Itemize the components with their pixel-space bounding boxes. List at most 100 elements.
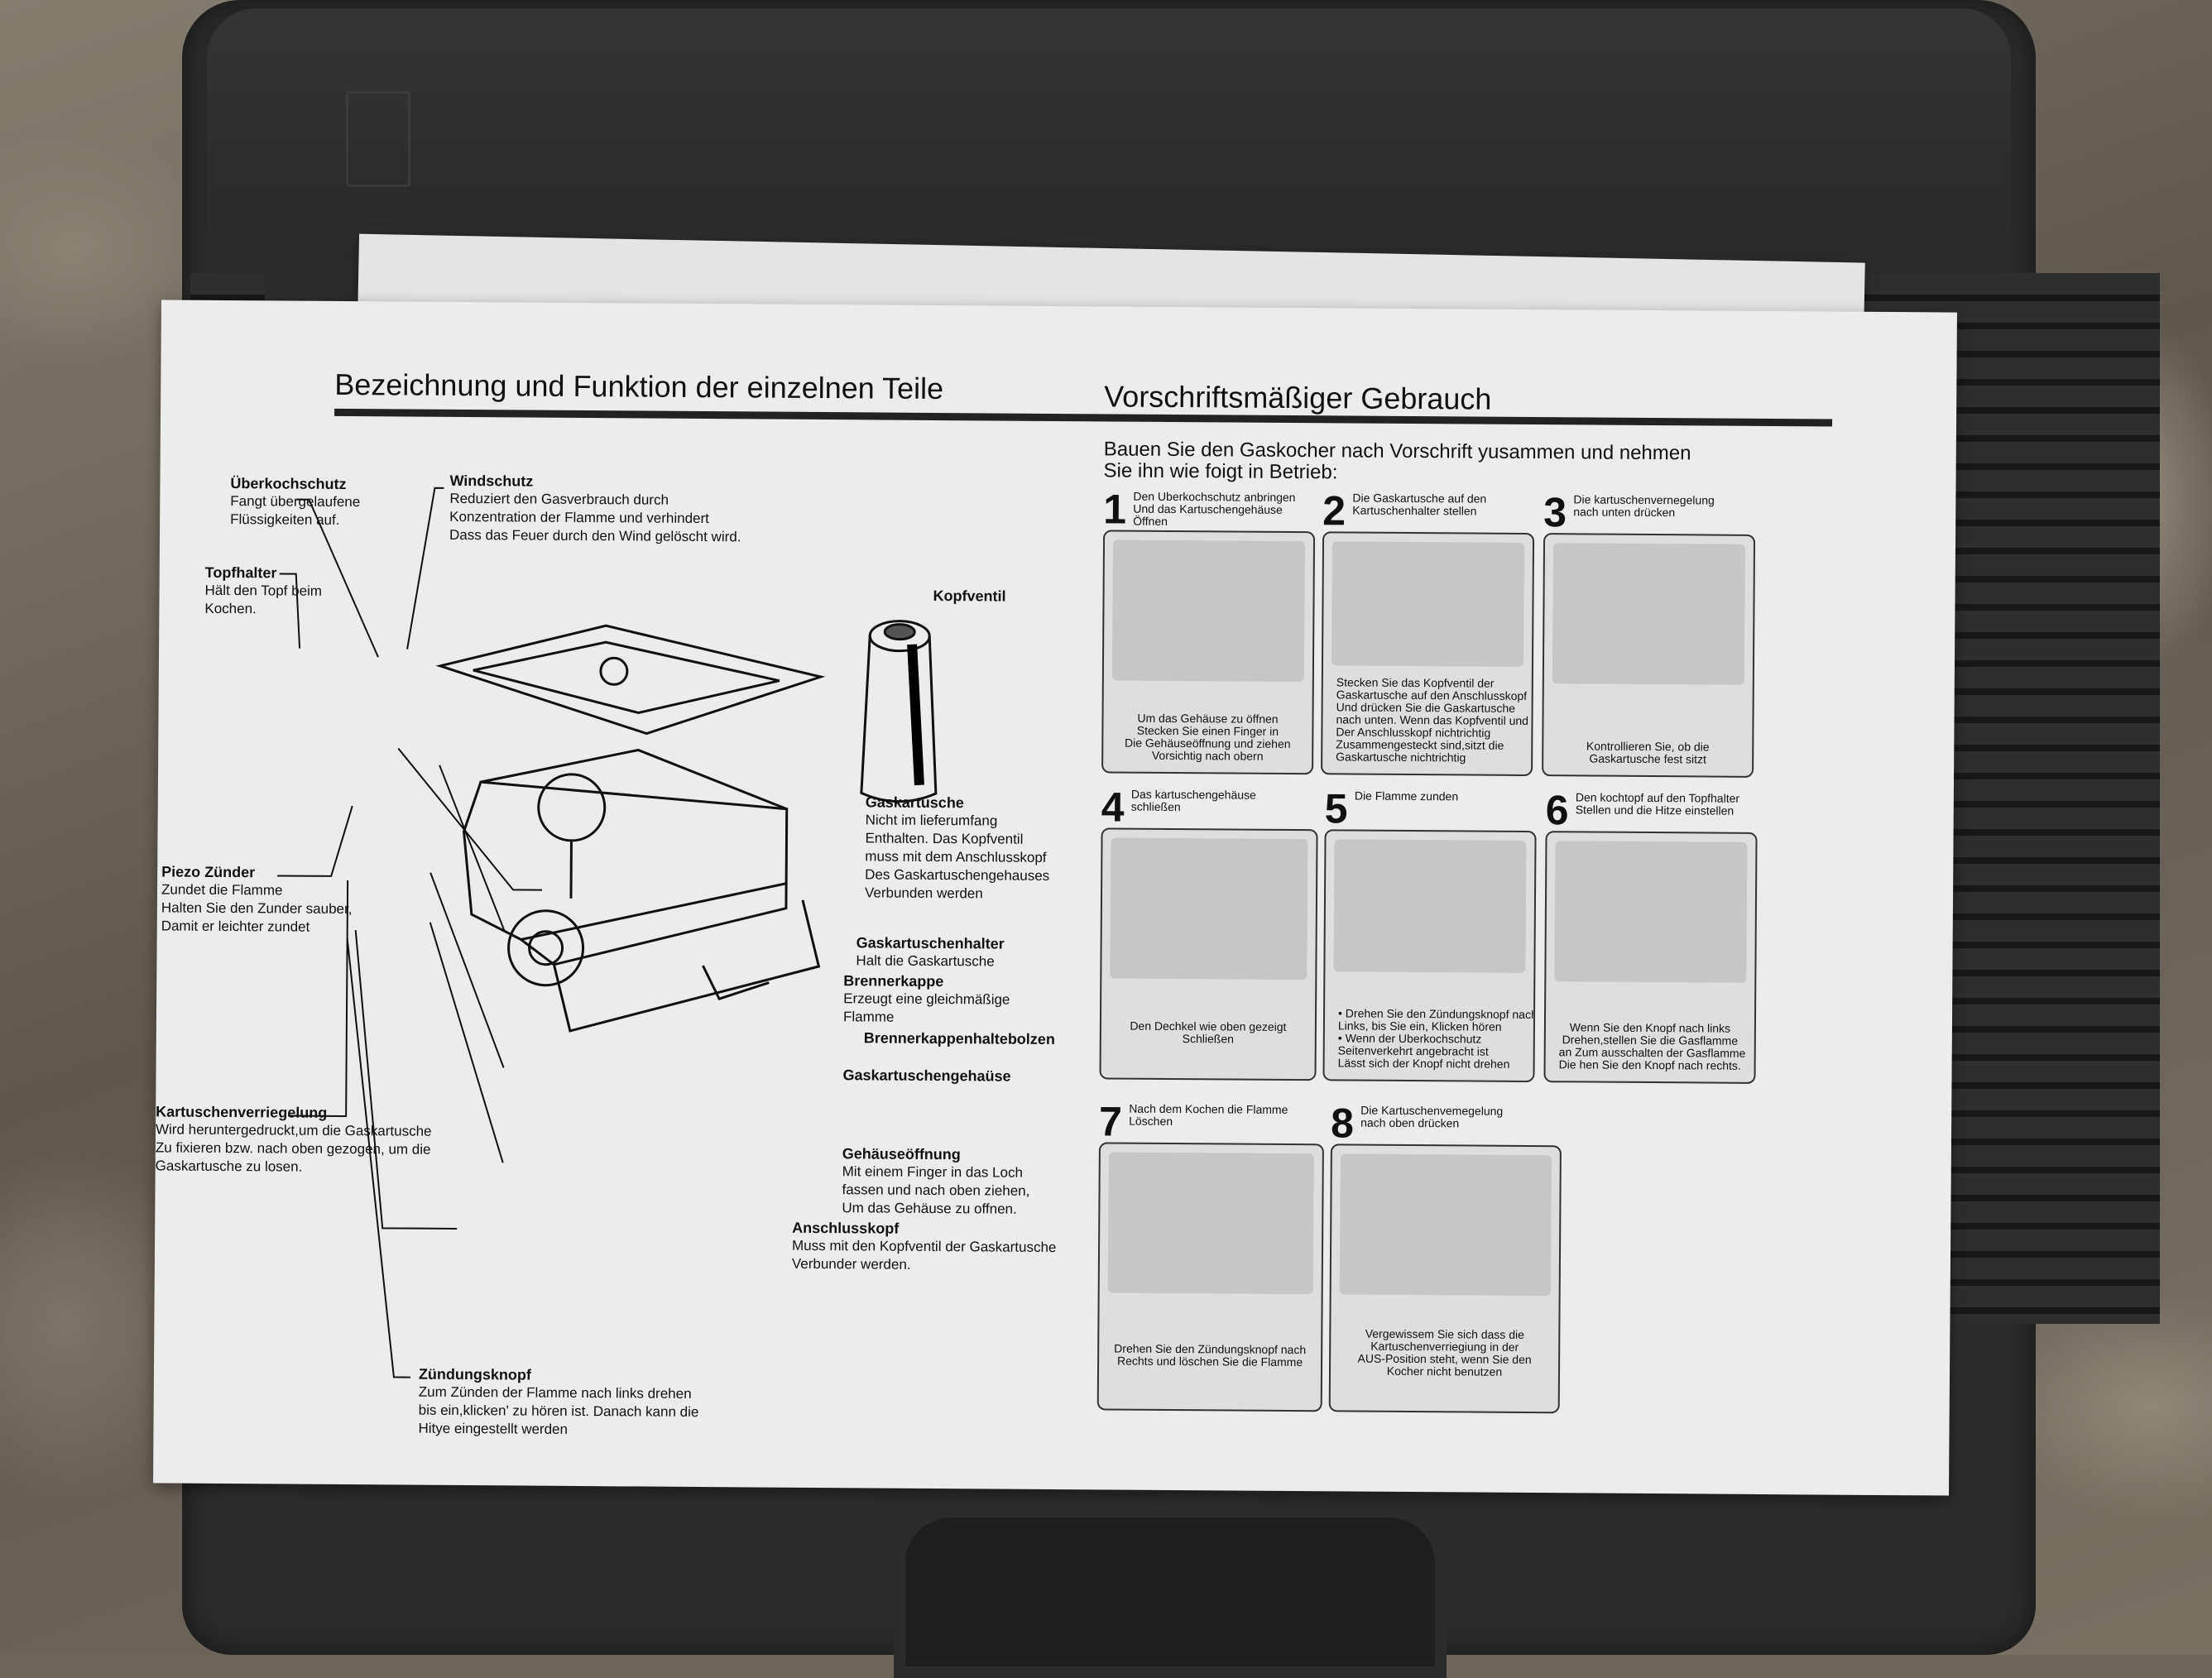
desc-line: Schließen — [1182, 1032, 1234, 1046]
part-desc: Mit einem Finger in das Loch — [842, 1163, 1024, 1181]
case-lid — [207, 8, 2011, 256]
step-illustration — [1554, 841, 1748, 983]
step-desc: • Drehen Sie den Zündungsknopf nach Link… — [1337, 1006, 1537, 1071]
desc-line: Lässt sich der Knopf nicht drehen — [1337, 1056, 1510, 1071]
part-name: Überkochschutz — [230, 475, 347, 493]
part-desc: Hitye eingestellt werden — [418, 1420, 569, 1437]
step-number: 2 — [1322, 487, 1346, 535]
step-panel: Kontrollieren Sie, ob die Gaskartusche f… — [1542, 533, 1756, 778]
part-name: Kartuschenverriegelung — [156, 1103, 328, 1121]
step-illustration — [1331, 541, 1525, 667]
part-desc: Reduziert den Gasverbrauch durch — [449, 490, 669, 508]
step-illustration — [1110, 837, 1308, 980]
step-caption: Die Gaskartusche auf den Kartuschenhalte… — [1352, 491, 1486, 517]
caption-line: Kartuschenhalter stellen — [1352, 503, 1477, 518]
intro-text: Bauen Sie den Gaskocher nach Vorschrift … — [1103, 438, 1691, 486]
part-name: Gaskartusche — [865, 793, 964, 812]
caption-line: Stellen und die Hitze einstellen — [1575, 803, 1735, 817]
recycle-icon — [346, 91, 410, 187]
desc-line: Vorsichtig nach obern — [1151, 748, 1264, 763]
part-desc: Wird heruntergedruckt,um die Gaskartusch… — [155, 1121, 432, 1139]
step-number: 3 — [1543, 489, 1567, 536]
desc-line: Kocher nicht benutzen — [1386, 1364, 1503, 1378]
step-illustration — [1339, 1153, 1552, 1297]
step-caption: Die Flamme zunden — [1354, 789, 1459, 803]
instruction-sheet: Bezeichnung und Funktion der einzelnen T… — [153, 300, 1957, 1496]
part-name: Gehäuseöffnung — [842, 1145, 961, 1163]
part-brennerkappe: Brennerkappe Erzeugt eine gleichmäßige F… — [843, 971, 1010, 1027]
step-number: 5 — [1324, 785, 1348, 832]
case-handle — [894, 1506, 1447, 1678]
caption-line: Die Flamme zunden — [1354, 789, 1459, 803]
step-illustration — [1333, 839, 1527, 973]
part-desc: Zundet die Flamme — [161, 881, 283, 899]
step-desc: Um das Gehäuse zu öffnen Stecken Sie ein… — [1116, 712, 1298, 764]
step-caption: Nach dem Kochen die Flamme Löschen — [1129, 1102, 1288, 1129]
step-desc: Den Dechkel wie oben gezeigt Schließen — [1115, 1019, 1302, 1047]
step-caption: Den kochtopf auf den Topfhalter Stellen … — [1575, 790, 1739, 817]
intro-line: Sie ihn wie foigt in Betrieb: — [1103, 459, 1338, 484]
part-desc: Des Gaskartuschengehauses — [865, 866, 1050, 884]
gas-cartridge-illustration — [860, 620, 938, 803]
part-desc: muss mit dem Anschlusskopf — [865, 848, 1047, 865]
part-gaskartuschenhalter: Gaskartuschenhalter Halt die Gaskartusch… — [856, 933, 1004, 971]
part-desc: Erzeugt eine gleichmäßige — [843, 990, 1010, 1008]
part-desc: Konzentration der Flamme und verhindert — [449, 508, 709, 527]
part-zuendungsknopf: Zündungsknopf Zum Zünden der Flamme nach… — [418, 1365, 698, 1440]
step-caption: Die kartuschenvernegelung nach unten drü… — [1573, 492, 1715, 520]
step-caption: Das kartuschengehäuse schließen — [1131, 788, 1256, 814]
step-panel: Stecken Sie das Kopfventil der Gaskartus… — [1321, 531, 1535, 777]
part-desc: Flüssigkeiten auf. — [230, 511, 340, 528]
leader-lines — [277, 487, 543, 1378]
part-desc: Muss mit den Kopfventil der Gaskartusche — [791, 1237, 1057, 1256]
part-windschutz: Windschutz Reduziert den Gasverbrauch du… — [449, 472, 741, 546]
step-panel: Vergewissem Sie sich dass die Kartuschen… — [1328, 1143, 1562, 1414]
step-illustration — [1111, 539, 1306, 683]
step-number: 8 — [1330, 1100, 1355, 1147]
step-panel: Den Dechkel wie oben gezeigt Schließen — [1099, 827, 1318, 1081]
part-name: Topfhalter — [204, 563, 277, 582]
part-desc: Damit er leichter zundet — [161, 918, 310, 935]
step-illustration — [1552, 543, 1746, 685]
part-anschlusskopf: Anschlusskopf Muss mit den Kopfventil de… — [792, 1219, 1057, 1275]
step-illustration — [1107, 1152, 1314, 1295]
part-name: Gaskartuschenhalter — [856, 934, 1005, 952]
step-desc: Drehen Sie den Zündungsknopf nach Rechts… — [1112, 1342, 1308, 1369]
step-desc: Stecken Sie das Kopfventil der Gaskartus… — [1336, 675, 1528, 765]
caption-line: nach unten drücken — [1573, 505, 1676, 520]
step-panel: Um das Gehäuse zu öffnen Stecken Sie ein… — [1101, 530, 1316, 775]
desc-line: Rechts und löschen Sie die Flamme — [1116, 1354, 1303, 1369]
step-number: 7 — [1098, 1098, 1123, 1145]
part-name: Brennerkappenhaltebolzen — [863, 1029, 1055, 1048]
part-name: Kopfventil — [933, 587, 1006, 605]
part-gehaeuseoeffnung: Gehäuseöffnung Mit einem Finger in das L… — [842, 1144, 1029, 1219]
part-topfhalter: Topfhalter Hält den Topf beim Kochen. — [204, 563, 322, 619]
step-number: 1 — [1103, 486, 1127, 533]
desc-line: Gaskartusche fest sitzt — [1589, 751, 1707, 766]
part-desc: Halt die Gaskartusche — [856, 952, 995, 970]
step-desc: Vergewissem Sie sich dass die Kartuschen… — [1344, 1327, 1545, 1378]
part-name: Brennerkappe — [843, 972, 944, 990]
part-desc: Hält den Topf beim — [204, 582, 323, 599]
part-desc: fassen und nach oben ziehen, — [842, 1182, 1030, 1199]
part-desc: Dass das Feuer durch den Wind gelöscht w… — [449, 526, 741, 545]
part-gaskartuschengehaeuse: Gaskartuschengehaüse — [842, 1066, 1010, 1085]
step-panel: Wenn Sie den Knopf nach links Drehen,ste… — [1543, 831, 1758, 1084]
caption-line: nach oben drücken — [1360, 1115, 1460, 1130]
desc-line: Gaskartusche nichtrichtig — [1336, 750, 1466, 765]
step-panel: Drehen Sie den Zündungsknopf nach Rechts… — [1096, 1142, 1324, 1412]
part-piezo-zuender: Piezo Zünder Zundet die Flamme Halten Si… — [161, 862, 353, 937]
part-desc: Flamme — [842, 1009, 895, 1025]
part-name: Windschutz — [449, 472, 534, 490]
step-caption: Die Kartuschenvemegelung nach oben drück… — [1360, 1104, 1503, 1130]
right-title: Vorschriftsmäßiger Gebrauch — [1104, 379, 1492, 416]
part-kartuschenverriegelung: Kartuschenverriegelung Wird heruntergedr… — [156, 1102, 432, 1177]
part-gaskartusche: Gaskartusche Nicht im lieferumfang Entha… — [865, 793, 1050, 904]
desc-line: Die hen Sie den Knopf nach rechts. — [1558, 1057, 1741, 1072]
stove-illustration — [435, 624, 826, 1033]
step-number: 4 — [1101, 784, 1125, 831]
part-desc: Verbunder werden. — [791, 1255, 911, 1273]
step-desc: Wenn Sie den Knopf nach links Drehen,ste… — [1558, 1020, 1746, 1072]
step-number: 6 — [1545, 787, 1569, 834]
part-desc: Enthalten. Das Kopfventil — [865, 830, 1024, 847]
